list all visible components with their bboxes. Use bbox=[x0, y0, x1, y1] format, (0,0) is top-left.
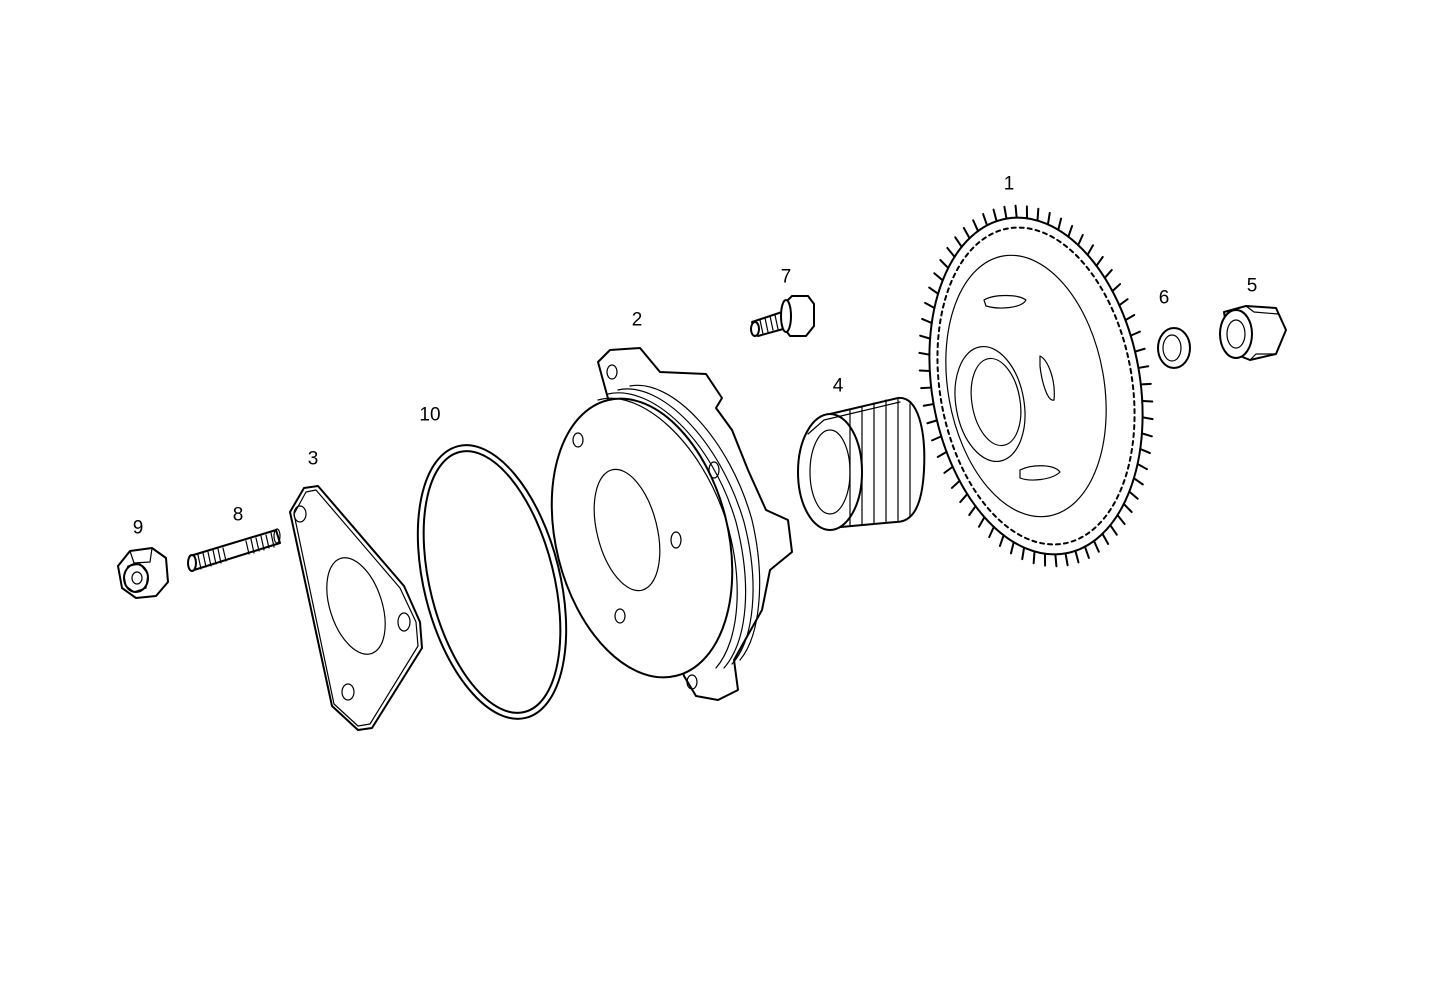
gear-tooth bbox=[994, 210, 997, 222]
gear-tooth bbox=[938, 452, 947, 457]
callout-8: 8 bbox=[233, 506, 244, 525]
gear-tooth bbox=[924, 404, 934, 406]
gear-tooth bbox=[920, 336, 930, 339]
gear-tooth bbox=[919, 353, 929, 355]
gear-tooth bbox=[960, 494, 967, 502]
gear-tooth bbox=[940, 260, 948, 268]
gear-tooth bbox=[1075, 551, 1078, 563]
gear-tooth bbox=[1112, 284, 1120, 291]
gear-tooth bbox=[1058, 219, 1061, 230]
gear-tooth bbox=[1004, 207, 1006, 219]
gear-tooth bbox=[920, 370, 930, 371]
gear-tooth bbox=[1142, 401, 1152, 402]
gear-tooth bbox=[1096, 257, 1102, 266]
gear-tooth bbox=[1102, 534, 1108, 544]
gear-tooth bbox=[1117, 515, 1124, 524]
part-flange-bolt bbox=[751, 296, 814, 336]
callout-10: 10 bbox=[419, 406, 440, 425]
gear-tooth bbox=[979, 517, 984, 527]
gear-tooth bbox=[1068, 226, 1072, 237]
gear-tooth bbox=[947, 248, 954, 257]
gear-tooth bbox=[1022, 548, 1024, 560]
gear-tooth bbox=[944, 467, 952, 473]
gear-tooth bbox=[1078, 235, 1083, 245]
gear-tooth bbox=[932, 436, 941, 440]
gear-tooth bbox=[1000, 535, 1004, 546]
gear-tooth bbox=[1140, 449, 1150, 453]
gear-tooth bbox=[1143, 417, 1153, 419]
gear-tooth bbox=[1138, 366, 1148, 368]
gear-tooth bbox=[969, 506, 975, 515]
callout-3: 3 bbox=[308, 450, 319, 469]
gear-tooth bbox=[983, 214, 987, 225]
callout-1: 1 bbox=[1004, 175, 1015, 194]
part-flange-nut bbox=[118, 548, 168, 598]
part-gasket bbox=[290, 486, 422, 730]
gear-tooth bbox=[1034, 551, 1035, 563]
gear-tooth bbox=[929, 288, 938, 294]
gear-tooth bbox=[927, 420, 937, 423]
gear-tooth bbox=[1066, 553, 1068, 565]
gear-tooth bbox=[1138, 464, 1147, 469]
callout-9: 9 bbox=[133, 519, 144, 538]
part-hex-nut bbox=[1220, 306, 1286, 360]
gear-tooth bbox=[1048, 213, 1050, 225]
gear-tooth bbox=[973, 220, 978, 231]
gear-tooth bbox=[1016, 206, 1017, 218]
gear-tooth bbox=[1055, 554, 1056, 566]
gear-tooth bbox=[1125, 315, 1134, 320]
gear-tooth bbox=[952, 481, 960, 488]
gear-tooth bbox=[1037, 209, 1038, 221]
callout-4: 4 bbox=[833, 377, 844, 396]
gear-tooth bbox=[1085, 547, 1089, 558]
gear-tooth bbox=[1011, 542, 1014, 553]
gear-tooth bbox=[925, 303, 934, 308]
part-washer bbox=[1158, 328, 1190, 368]
gear-tooth bbox=[1129, 492, 1137, 499]
gear-tooth bbox=[1135, 349, 1145, 352]
gear-tooth bbox=[922, 319, 932, 323]
gear-tooth bbox=[1134, 478, 1143, 484]
part-stud bbox=[188, 529, 280, 571]
callout-2: 2 bbox=[632, 311, 643, 330]
callout-5: 5 bbox=[1247, 277, 1258, 296]
callout-7: 7 bbox=[781, 268, 792, 287]
gear-tooth bbox=[934, 273, 942, 280]
gear-tooth bbox=[1088, 245, 1093, 255]
gear-tooth bbox=[1131, 332, 1140, 336]
gear-tooth bbox=[955, 237, 961, 247]
part-pump-body bbox=[524, 348, 792, 700]
gear-tooth bbox=[989, 527, 994, 537]
callout-6: 6 bbox=[1159, 289, 1170, 308]
part-spline-hub bbox=[798, 398, 924, 530]
gear-tooth bbox=[964, 228, 970, 238]
part-gear bbox=[904, 201, 1168, 572]
gear-tooth bbox=[1124, 504, 1132, 512]
gear-tooth bbox=[1142, 433, 1152, 436]
gear-tooth bbox=[1119, 299, 1127, 305]
gear-tooth bbox=[1141, 384, 1151, 385]
gear-tooth bbox=[1094, 541, 1099, 552]
gear-tooth bbox=[1110, 525, 1116, 535]
gear-tooth bbox=[921, 388, 931, 389]
gear-tooth bbox=[1105, 270, 1112, 278]
